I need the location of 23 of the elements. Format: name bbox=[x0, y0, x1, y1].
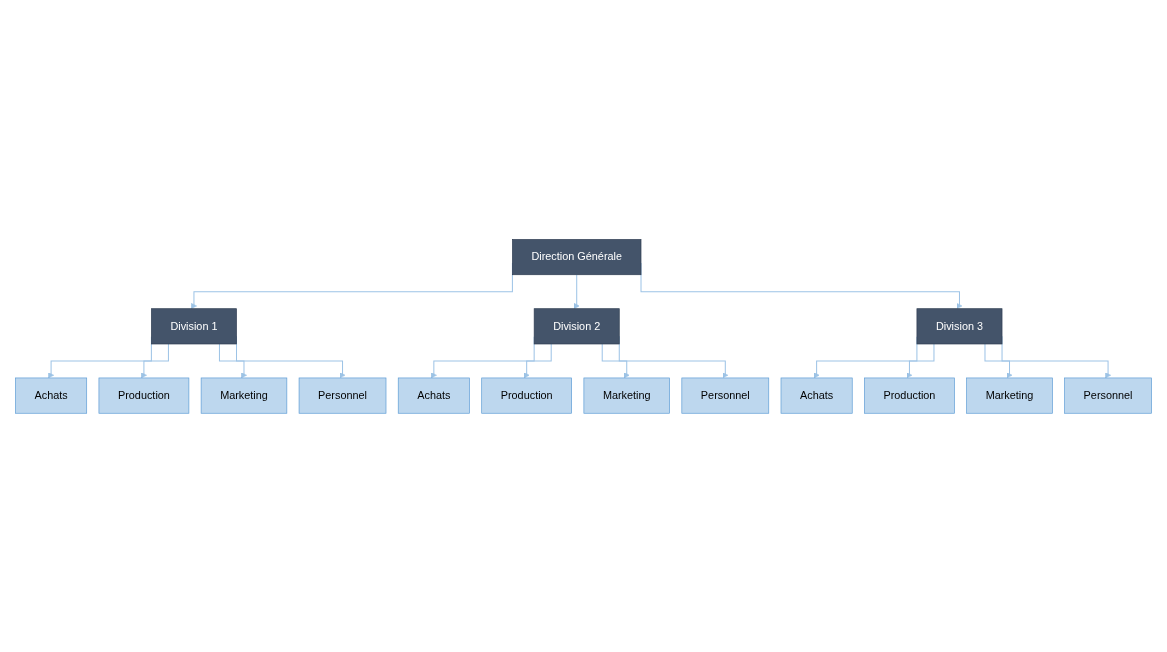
node-box: Division 1 bbox=[151, 308, 237, 344]
node-box: Marketing bbox=[583, 377, 670, 414]
node-box: Direction Générale bbox=[512, 238, 642, 275]
arrow bbox=[984, 343, 1013, 378]
arrow bbox=[523, 343, 552, 378]
node-box: Personnel bbox=[681, 377, 770, 414]
arrow bbox=[573, 273, 580, 309]
node-box: Achats bbox=[15, 377, 88, 414]
node-box: Achats bbox=[397, 377, 470, 414]
node-box: Marketing bbox=[200, 377, 288, 414]
arrow bbox=[601, 343, 630, 378]
node-box: Production bbox=[98, 377, 190, 414]
arrow bbox=[218, 343, 247, 378]
node-box: Marketing bbox=[966, 377, 1053, 414]
node-box: Production bbox=[864, 377, 955, 414]
arrow bbox=[906, 343, 935, 378]
node-box: Personnel bbox=[298, 377, 387, 414]
arrow bbox=[140, 343, 169, 378]
node-box: Division 3 bbox=[916, 308, 1003, 344]
node-box: Achats bbox=[780, 377, 853, 414]
node-box: Division 2 bbox=[533, 308, 620, 344]
node-box: Personnel bbox=[1064, 377, 1152, 414]
node-box: Production bbox=[481, 377, 572, 414]
